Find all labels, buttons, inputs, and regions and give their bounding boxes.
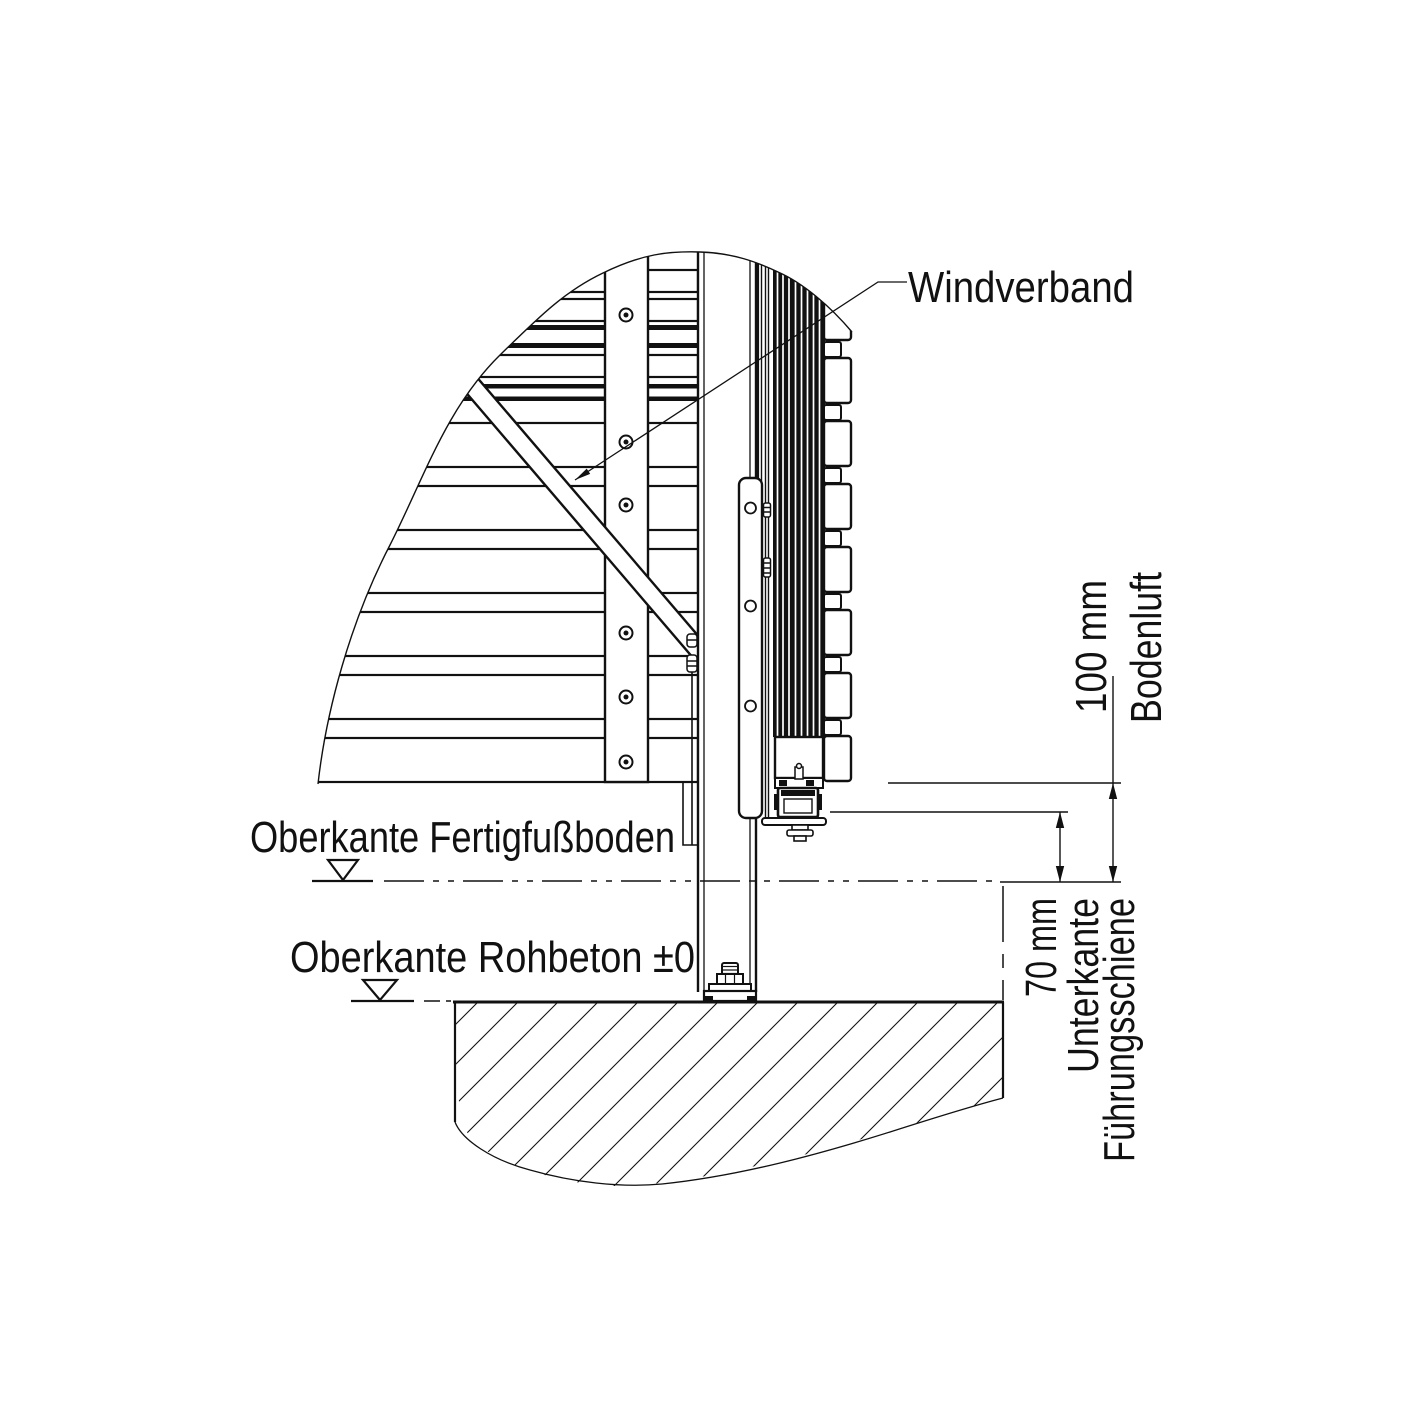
guide-carriage: [773, 735, 825, 780]
brace-fixing-clips: [686, 633, 698, 673]
leader-arrowhead: [575, 468, 591, 480]
panel-edge-caps: [822, 293, 853, 783]
dimension-guide-rail-clearance: [830, 811, 1121, 883]
windverband-leader: [574, 281, 907, 481]
panel-stack: [756, 251, 825, 818]
post-base: [702, 962, 758, 1003]
level-symbol-finished-floor: [325, 858, 361, 882]
panel-rail-clips: [762, 502, 772, 578]
level-line-raw-concrete: [351, 978, 456, 1003]
dimension-floor-clearance: [888, 676, 1121, 882]
concrete-hatch: [455, 1002, 1003, 1187]
windverband-label: Windverband: [908, 263, 1134, 312]
dimension-value-70mm: 70 mm: [1017, 898, 1066, 997]
unterkante-label: Unterkante: [1059, 898, 1108, 1073]
guide-bracket: [737, 476, 764, 820]
level-line-finished-floor: [312, 858, 1004, 1000]
break-line: [317, 251, 853, 785]
bodenluft-label: Bodenluft: [1122, 572, 1171, 723]
stud-screws: [618, 307, 634, 770]
wall-stud: [603, 251, 650, 784]
guide-bolt: [786, 824, 814, 842]
anchor-bolt: [708, 962, 752, 993]
concrete-foundation: [453, 1000, 1005, 1187]
raw-concrete-label: Oberkante Rohbeton ±0: [290, 933, 695, 982]
guide-rail-bottom-plate: [761, 817, 827, 826]
finished-floor-label: Oberkante Fertigfußboden: [250, 813, 675, 862]
floor-guide-assembly: [761, 735, 827, 842]
fuehrungsschiene-label: Führungsschiene: [1095, 898, 1144, 1162]
dimension-value-100mm: 100 mm: [1067, 580, 1116, 713]
level-symbol-raw-concrete: [360, 978, 400, 1002]
